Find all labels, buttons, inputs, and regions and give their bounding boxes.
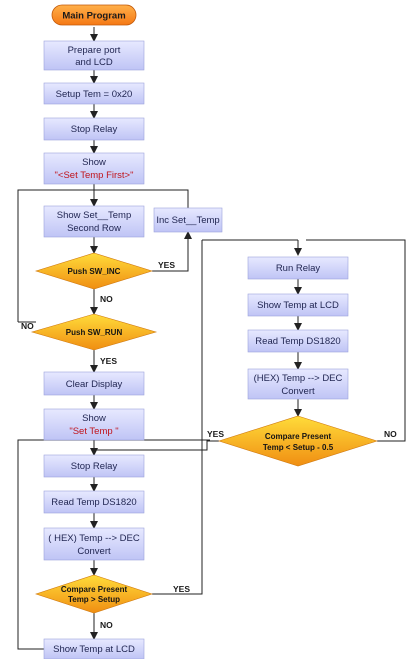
prepare-port-label-1: Prepare port [68, 45, 121, 56]
show-first-box: Show "<Set Temp First>" [43, 152, 145, 185]
show-set-label-1: Show [82, 413, 106, 424]
read-temp-label-2: Read Temp DS1820 [255, 336, 340, 347]
prepare-port-label-2: and LCD [75, 57, 113, 68]
no-label-compare-gt: NO [100, 620, 113, 630]
no-compare-lt-line [306, 239, 406, 442]
compare-gt-label-2: Temp > Setup [68, 595, 120, 604]
convert-label-1a: ( HEX) Temp --> DEC [48, 533, 140, 544]
clear-display-label: Clear Display [66, 379, 123, 390]
show-set-label-2: "Set Temp " [69, 426, 118, 437]
push-inc-label: Push SW_INC [68, 267, 121, 276]
show-set-temp-label-1: Show Set__Temp [57, 210, 131, 221]
compare-lt-decision: Compare Present Temp < Setup - 0.5 [218, 415, 378, 467]
show-lcd-label-2: Show Temp at LCD [257, 300, 339, 311]
stop-relay-label-2: Stop Relay [71, 461, 118, 472]
compare-lt-label-1: Compare Present [265, 432, 332, 441]
read-temp-label-1: Read Temp DS1820 [51, 497, 136, 508]
yes-label-compare-gt: YES [173, 584, 190, 594]
yes-compare-lt-line [94, 440, 219, 451]
show-lcd-label-1: Show Temp at LCD [53, 644, 135, 655]
run-relay-label: Run Relay [276, 263, 321, 274]
compare-gt-decision: Compare Present Temp > Setup [35, 574, 153, 614]
no-label-run: NO [21, 321, 34, 331]
show-lcd-box-2: Show Temp at LCD [247, 293, 349, 317]
start-terminal: Main Program [51, 4, 137, 26]
read-temp-box-2: Read Temp DS1820 [247, 329, 349, 353]
show-first-label-2: "<Set Temp First>" [55, 170, 134, 181]
yes-label-run: YES [100, 356, 117, 366]
show-set-temp-box: Show Set__Temp Second Row [43, 205, 145, 238]
push-run-decision: Push SW_RUN [30, 313, 158, 351]
yes-label-inc: YES [158, 260, 175, 270]
inc-set-temp-box: Inc Set__Temp [153, 207, 223, 233]
show-set-temp-label-2: Second Row [67, 223, 121, 234]
yes-compare-gt-line [152, 240, 203, 595]
no-label-inc: NO [100, 294, 113, 304]
inc-set-temp-label: Inc Set__Temp [156, 215, 219, 226]
compare-lt-label-2: Temp < Setup - 0.5 [263, 443, 334, 452]
show-set-box: Show "Set Temp " [43, 408, 145, 441]
stop-relay-box-1: Stop Relay [43, 117, 145, 141]
run-relay-box: Run Relay [247, 256, 349, 280]
read-temp-box-1: Read Temp DS1820 [43, 490, 145, 514]
convert-box-2: (HEX) Temp --> DEC Convert [247, 368, 349, 400]
stop-relay-label-1: Stop Relay [71, 124, 118, 135]
convert-label-2a: (HEX) Temp --> DEC [254, 373, 343, 384]
convert-box-1: ( HEX) Temp --> DEC Convert [43, 527, 145, 561]
push-run-label: Push SW_RUN [66, 328, 123, 337]
start-label: Main Program [62, 11, 125, 22]
yes-label-compare-lt: YES [207, 429, 224, 439]
clear-display-box: Clear Display [43, 371, 145, 396]
convert-label-2b: Convert [281, 386, 315, 397]
convert-label-1b: Convert [77, 546, 111, 557]
show-first-label-1: Show [82, 157, 106, 168]
setup-tem-box: Setup Tem = 0x20 [43, 82, 145, 105]
no-label-compare-lt: NO [384, 429, 397, 439]
show-lcd-box-1: Show Temp at LCD [43, 638, 145, 659]
setup-tem-label: Setup Tem = 0x20 [56, 89, 133, 100]
push-inc-decision: Push SW_INC [34, 252, 154, 290]
stop-relay-box-2: Stop Relay [43, 454, 145, 478]
prepare-port-box: Prepare port and LCD [43, 40, 145, 71]
compare-gt-label-1: Compare Present [61, 585, 128, 594]
yes-inc-line [152, 231, 192, 272]
inc-return-line [94, 189, 189, 212]
loop-line-no-run [17, 189, 94, 322]
